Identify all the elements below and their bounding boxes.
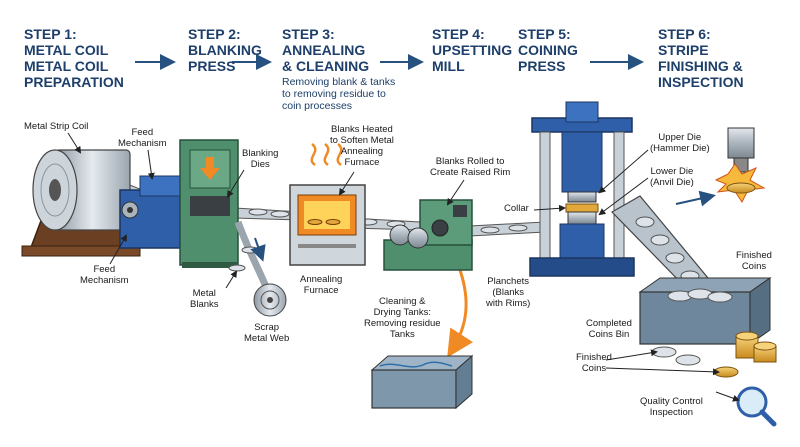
upsetting-mill — [383, 199, 473, 271]
metal-strip-coil — [21, 149, 141, 257]
label-completed-coins-bin: Completed Coins Bin — [586, 318, 632, 340]
step-1: STEP 1: METAL COIL METAL COIL PREPARATIO… — [24, 26, 124, 90]
step-3-subtitle: Removing blank & tanks to removing resid… — [282, 76, 396, 112]
scrap-metal-web — [228, 220, 287, 317]
label-quality-control: Quality Control Inspection — [640, 396, 703, 418]
step-4-title: UPSETTING MILL — [432, 42, 513, 74]
finished-coins-stack — [651, 331, 777, 378]
step-5: STEP 5: COINING PRESS — [518, 26, 578, 74]
label-blanking-dies: Blanking Dies — [242, 148, 279, 170]
label-upper-die: Upper Die (Hammer Die) — [650, 132, 710, 154]
step-3-number: STEP 3: — [282, 26, 335, 42]
coining-press — [529, 101, 635, 277]
step-6-title: STRIPE FINISHING & INSPECTION — [658, 42, 744, 90]
label-blanks-heated: Blanks Heated to Soften Metal Annealing … — [330, 124, 394, 168]
step-2: STEP 2: BLANKING PRESS — [188, 26, 262, 74]
feed-mechanism — [119, 175, 181, 249]
step-1-number: STEP 1: — [24, 26, 77, 42]
step-4-number: STEP 4: — [432, 26, 485, 42]
leader-lines — [67, 132, 740, 402]
step-3-title: ANNEALING & CLEANING — [282, 42, 370, 74]
label-lower-die: Lower Die (Anvil Die) — [650, 166, 694, 188]
step-6: STEP 6: STRIPE FINISHING & INSPECTION — [658, 26, 744, 90]
step-5-number: STEP 5: — [518, 26, 571, 42]
step-1-title: METAL COIL METAL COIL PREPARATION — [24, 42, 124, 90]
blanking-press — [179, 139, 239, 268]
label-cleaning-drying-tanks: Cleaning & Drying Tanks: Removing residu… — [364, 296, 441, 340]
step-3: STEP 3: ANNEALING & CLEANING Removing bl… — [282, 26, 395, 112]
step-4: STEP 4: UPSETTING MILL — [432, 26, 512, 74]
label-blanks-rolled: Blanks Rolled to Create Raised Rim — [430, 156, 511, 178]
label-feed-mechanism-bottom: Feed Mechanism — [80, 264, 129, 286]
label-planchets: Planchets (Blanks with Rims) — [486, 276, 531, 309]
annealing-furnace — [289, 143, 366, 266]
label-scrap-metal-web: Scrap Metal Web — [244, 322, 290, 344]
cleaning-tank — [370, 269, 474, 410]
label-feed-mechanism-top: Feed Mechanism — [118, 127, 167, 149]
label-finished-coins-right: Finished Coins — [736, 250, 772, 272]
step-2-title: BLANKING PRESS — [188, 42, 262, 74]
label-annealing-furnace: Annealing Furnace — [300, 274, 343, 296]
step-5-title: COINING PRESS — [518, 42, 578, 74]
label-collar: Collar — [504, 203, 529, 214]
label-finished-coins-bottom: Finished Coins — [576, 352, 612, 374]
completed-coins-bin — [638, 277, 772, 345]
label-metal-strip-coil: Metal Strip Coil — [24, 121, 89, 132]
label-metal-blanks: Metal Blanks — [190, 288, 219, 310]
step-2-number: STEP 2: — [188, 26, 241, 42]
stripe-finishing-station — [675, 127, 766, 207]
step-6-number: STEP 6: — [658, 26, 711, 42]
magnifier-icon — [736, 386, 777, 427]
